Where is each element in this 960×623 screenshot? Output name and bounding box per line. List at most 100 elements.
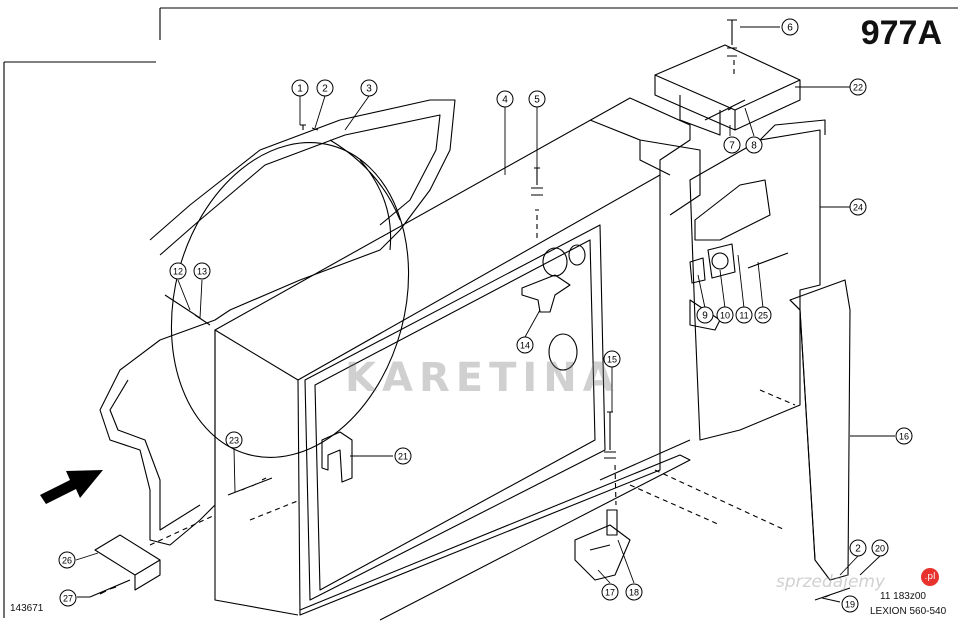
callout-11: 11	[735, 306, 753, 324]
callout-5: 5	[528, 90, 546, 108]
callout-20: 20	[871, 539, 889, 557]
callout-19: 19	[841, 595, 859, 613]
callout-circle	[696, 306, 714, 324]
bolt-6	[727, 19, 737, 57]
gasket-9	[689, 257, 706, 284]
bearing-plate-hole	[711, 252, 729, 270]
callout-circle	[225, 431, 243, 449]
callout-circle	[601, 583, 619, 601]
callout-13: 13	[193, 262, 211, 280]
callout-2: 2	[316, 79, 334, 97]
callout-circle	[516, 336, 534, 354]
callout-4: 4	[496, 90, 514, 108]
callout-circle	[895, 427, 913, 445]
callout-17: 17	[601, 583, 619, 601]
bracket-angle	[679, 95, 721, 136]
main-frame-side	[214, 174, 661, 616]
callout-label: 24	[853, 203, 863, 213]
main-frame-window	[304, 224, 606, 601]
callout-8: 8	[745, 136, 763, 154]
watermark-karetina: KARETINA	[345, 355, 620, 401]
side-panel-16	[789, 279, 851, 581]
callout-circle	[716, 306, 734, 324]
pin-18	[606, 509, 618, 536]
callout-label: 21	[398, 452, 408, 462]
callout-label: 11	[739, 311, 748, 321]
leader-lines	[75, 26, 895, 603]
main-frame-top-lip	[589, 119, 701, 216]
bracket-26	[94, 534, 161, 591]
shaft-25	[747, 252, 789, 269]
border-line-left	[3, 8, 161, 618]
callout-label: 10	[720, 311, 730, 321]
callout-9: 9	[696, 306, 714, 324]
bearing-plate-10	[707, 243, 736, 279]
callout-label: 18	[629, 588, 639, 598]
main-frame-front	[214, 97, 691, 616]
callout-label: 6	[787, 23, 793, 34]
bolt-15	[604, 411, 616, 459]
bracket-21	[321, 431, 353, 483]
callout-circle	[849, 539, 867, 557]
callout-circle	[394, 447, 412, 465]
callout-circle	[193, 262, 211, 280]
alignment-lines	[149, 60, 796, 546]
watermark-site-badge: .pl	[921, 568, 939, 586]
callout-circle	[625, 583, 643, 601]
callout-label: 16	[899, 432, 909, 442]
callout-circle	[316, 79, 334, 97]
callout-18: 18	[625, 583, 643, 601]
callout-23: 23	[225, 431, 243, 449]
callout-label: 13	[197, 267, 207, 277]
callout-22: 22	[849, 78, 867, 96]
callout-circle	[58, 551, 76, 569]
callout-circle	[754, 306, 772, 324]
callout-label: 17	[605, 588, 615, 598]
callout-circle	[169, 262, 187, 280]
main-frame-holes	[542, 244, 586, 371]
callout-21: 21	[394, 447, 412, 465]
callout-15: 15	[603, 350, 621, 368]
callout-10: 10	[716, 306, 734, 324]
fan-shroud-inner	[109, 114, 441, 531]
side-panel-24	[689, 129, 821, 441]
callout-label: 12	[173, 267, 183, 277]
callout-3: 3	[360, 79, 378, 97]
bracket-17	[574, 524, 631, 581]
fan-shroud-outline	[99, 99, 456, 546]
callout-circle	[360, 79, 378, 97]
callout-label: 20	[875, 544, 885, 554]
callout-label: 5	[534, 95, 540, 106]
callout-label: 27	[63, 594, 73, 604]
callout-1: 1	[291, 79, 309, 97]
bolt-7-8	[704, 99, 746, 121]
callout-label: 7	[729, 141, 735, 152]
side-panel-top-lip	[759, 119, 826, 141]
watermark-site: sprzedajemy	[776, 572, 886, 592]
callout-label: 9	[702, 311, 708, 322]
callout-6: 6	[781, 18, 799, 36]
diagram-code: 977A	[860, 14, 942, 52]
fan-ring	[170, 142, 410, 458]
callout-circle	[603, 350, 621, 368]
callout-label: 8	[751, 141, 757, 152]
callout-circle	[291, 79, 309, 97]
callout-circle	[745, 136, 763, 154]
bolt-1-2	[300, 124, 319, 131]
side-panel-16-edge	[789, 299, 816, 561]
drawing-ref: 11 183z00	[880, 591, 926, 602]
callout-label: 22	[853, 83, 863, 93]
callout-label: 1	[297, 84, 303, 95]
callout-26: 26	[58, 551, 76, 569]
bolt-12-13	[164, 294, 211, 326]
callout-circle	[849, 78, 867, 96]
callout-16: 16	[895, 427, 913, 445]
callout-24: 24	[849, 198, 867, 216]
bolt-5	[531, 167, 543, 211]
callout-label: 26	[62, 556, 72, 566]
callout-14: 14	[516, 336, 534, 354]
callout-circle	[528, 90, 546, 108]
callout-12: 12	[169, 262, 187, 280]
